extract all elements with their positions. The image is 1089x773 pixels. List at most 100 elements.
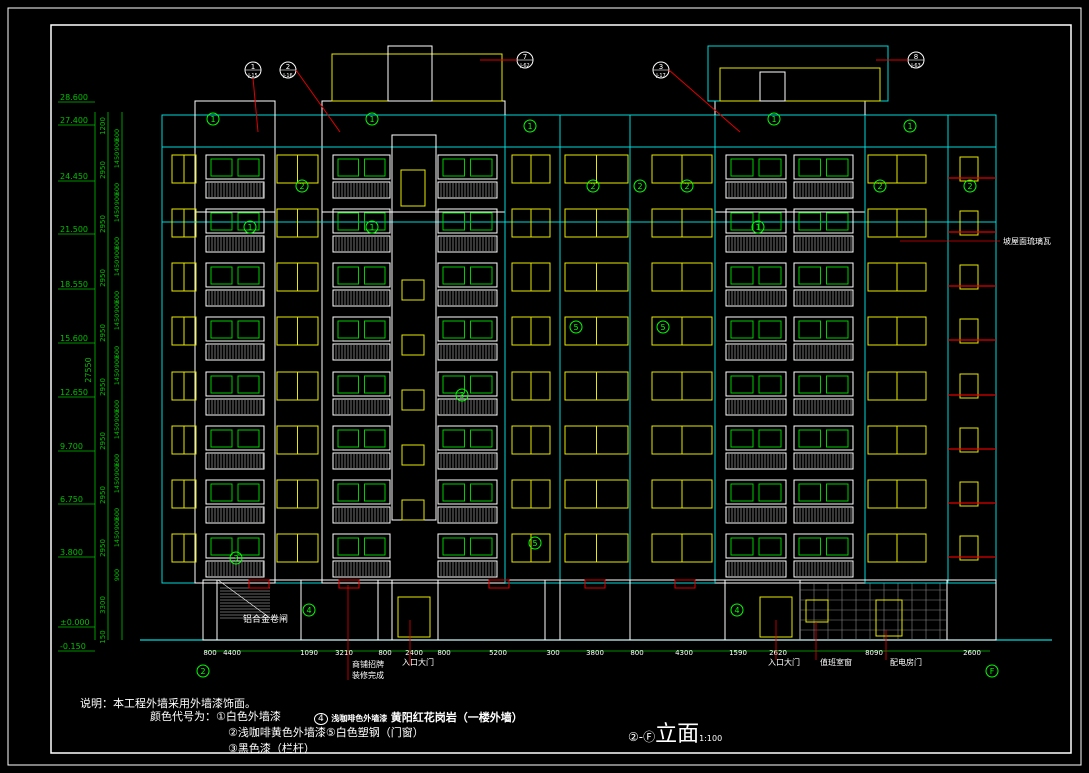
roof-stair [387, 45, 433, 102]
inner-dim: 900 [113, 139, 121, 151]
balcony-railing [437, 452, 498, 470]
narrow-window [959, 427, 979, 453]
color-code-4-number: 4 [314, 713, 328, 725]
balcony-railing [725, 398, 787, 416]
railing-box [793, 343, 854, 361]
window-glass [364, 537, 386, 556]
railing-box [437, 343, 498, 361]
window-frame [205, 262, 265, 288]
detail-ref: J-16 [282, 73, 292, 79]
narrow-window [959, 318, 979, 344]
color-code-callout-text: 1 [247, 223, 252, 232]
window-glass [210, 158, 233, 177]
window-glass [730, 375, 754, 394]
balcony-railing [793, 289, 854, 307]
window-glass [337, 375, 359, 394]
window-glass [826, 158, 849, 177]
railing-box [205, 560, 265, 578]
label-guard-room: 值班室窗 [820, 657, 852, 667]
railing-box [332, 181, 391, 199]
color-code-callout-text: 1 [369, 115, 374, 124]
railing-box [725, 343, 787, 361]
balcony-railing [725, 343, 787, 361]
horizontal-dim: 800 [378, 649, 391, 657]
balcony-railing [437, 181, 498, 199]
horizontal-dim: 2600 [963, 649, 981, 657]
detail-number: 2 [286, 63, 290, 71]
balcony-railing [205, 235, 265, 253]
outer-frame [7, 7, 1082, 766]
color-code-label: 颜色代号为： [150, 710, 216, 723]
general-notes: 说明：本工程外墙采用外墙漆饰面。 [80, 696, 256, 712]
detail-ref: J-63 [910, 63, 920, 69]
inner-dim: 600 [113, 183, 121, 195]
window-frame [332, 208, 391, 234]
railing-box [725, 452, 787, 470]
inner-dim: 1450 [113, 531, 121, 548]
window-glass [210, 375, 233, 394]
window-frame [437, 479, 498, 505]
railing-box [205, 398, 265, 416]
railing-box [725, 289, 787, 307]
window-glass [826, 483, 849, 502]
window-frame [332, 533, 391, 559]
window-glass [337, 266, 359, 285]
horizontal-dim: 800 [437, 649, 450, 657]
balcony-railing [437, 343, 498, 361]
color-code-callout-text: 1 [771, 115, 776, 124]
window-glass [237, 266, 260, 285]
detail-ref: J-17 [655, 73, 665, 79]
window-glass [442, 320, 465, 339]
window-frame [437, 425, 498, 451]
annotations: 28.60027.40024.45021.50018.55015.60012.6… [58, 51, 1051, 680]
window-glass [758, 266, 782, 285]
window-glass [337, 483, 359, 502]
inner-dim: 1450 [113, 260, 121, 277]
railing-box [437, 235, 498, 253]
color-code-callout [528, 536, 542, 550]
color-code-callout-text: 2 [967, 182, 972, 191]
balcony-railing [332, 343, 391, 361]
window-glass [826, 320, 849, 339]
window-glass [210, 266, 233, 285]
horizontal-dim: 1090 [300, 649, 318, 657]
balcony-railing [793, 452, 854, 470]
window-glass [826, 375, 849, 394]
window-glass [730, 429, 754, 448]
window-frame [725, 479, 787, 505]
color-code-callout-text: 1 [755, 223, 760, 232]
balcony-railing [725, 181, 787, 199]
window-glass [210, 212, 233, 231]
window-glass [237, 537, 260, 556]
window-glass [826, 537, 849, 556]
window-frame [332, 262, 391, 288]
window-glass [826, 266, 849, 285]
railing-box [725, 506, 787, 524]
railing-box [725, 398, 787, 416]
inner-dim: 1450 [113, 206, 121, 223]
color-code-callout-text: 5 [573, 323, 578, 332]
window-glass [364, 158, 386, 177]
color-code-callout-text: 5 [660, 323, 665, 332]
outer-dim: 2950 [99, 378, 107, 396]
window-glass [210, 429, 233, 448]
window-frame [205, 316, 265, 342]
window-frame [793, 425, 854, 451]
roof-frame-right [719, 67, 881, 102]
axis-bubble-left-text: 2 [200, 667, 205, 676]
facade-outline [161, 114, 997, 584]
balcony-railing [437, 560, 498, 578]
railing-box [437, 506, 498, 524]
window-glass [730, 266, 754, 285]
railing-box [437, 560, 498, 578]
window-frame [332, 371, 391, 397]
railing-box [437, 181, 498, 199]
window-glass [758, 429, 782, 448]
window-glass [470, 537, 493, 556]
inner-dim: 900 [113, 518, 121, 530]
entrance-door [397, 596, 431, 638]
window-glass [210, 483, 233, 502]
inner-dim: 1450 [113, 314, 121, 331]
horizontal-dim: 800 [630, 649, 643, 657]
